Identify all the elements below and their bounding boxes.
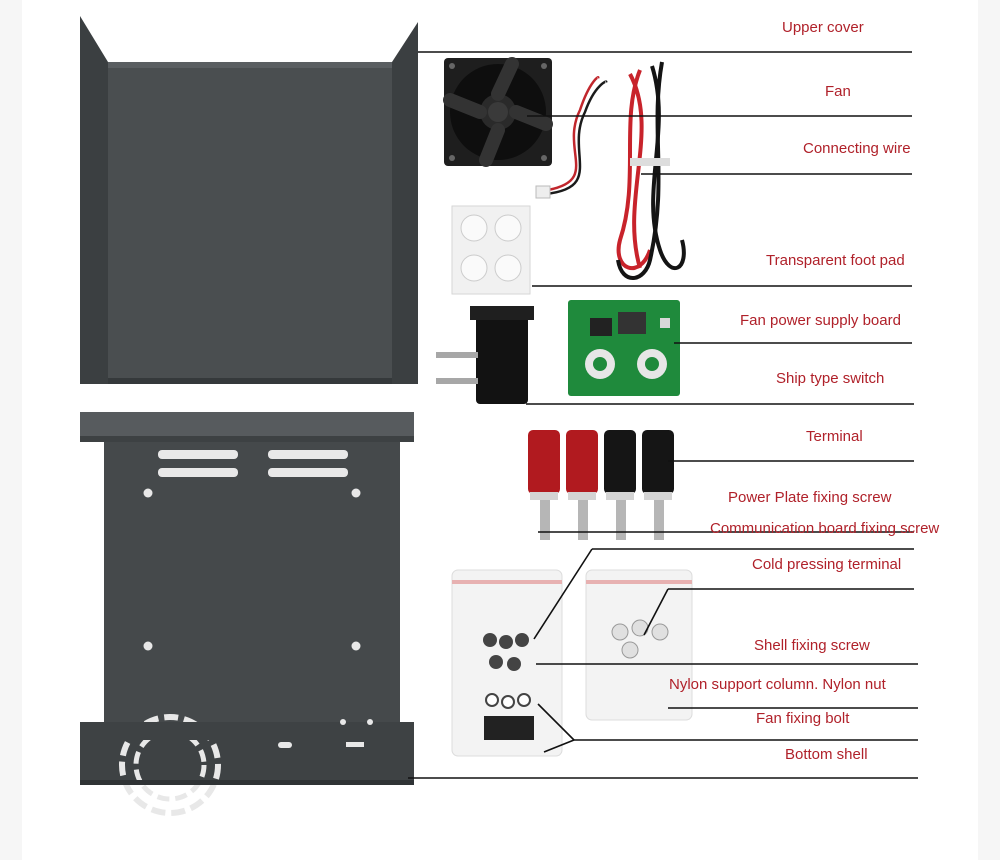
- label-fan-fixing-bolt: Fan fixing bolt: [756, 710, 850, 727]
- label-cold-pressing-terminal: Cold pressing terminal: [752, 556, 902, 573]
- label-upper-cover: Upper cover: [782, 19, 864, 36]
- fan-icon: [443, 57, 553, 167]
- upper-cover-icon: [80, 16, 418, 384]
- terminal-posts-icon: [528, 430, 674, 540]
- leader-lines: [408, 51, 918, 779]
- bottom-shell-icon: [80, 412, 414, 816]
- label-fan: Fan: [825, 83, 851, 100]
- label-connecting-wire: Connecting wire: [803, 140, 911, 157]
- label-ship-type-switch: Ship type switch: [776, 370, 885, 387]
- foot-pad-icon: [451, 205, 531, 295]
- label-communication-board-fixing-screw: Communication board fixing screw: [710, 520, 940, 537]
- label-fan-power-supply-board: Fan power supply board: [740, 312, 901, 329]
- fan-wire-icon: [535, 76, 608, 199]
- rocker-switch-icon: [436, 306, 534, 404]
- label-shell-fixing-screw: Shell fixing screw: [754, 637, 870, 654]
- label-nylon-support-column: Nylon support column. Nylon nut: [669, 676, 886, 693]
- label-power-plate-fixing-screw: Power Plate fixing screw: [728, 489, 892, 506]
- label-terminal: Terminal: [806, 428, 863, 445]
- connecting-wire-icon: [616, 61, 686, 280]
- label-transparent-foot-pad: Transparent foot pad: [766, 252, 905, 269]
- pcb-board-icon: [568, 300, 680, 396]
- hardware-bags-icon: [451, 569, 693, 757]
- label-bottom-shell: Bottom shell: [785, 746, 868, 763]
